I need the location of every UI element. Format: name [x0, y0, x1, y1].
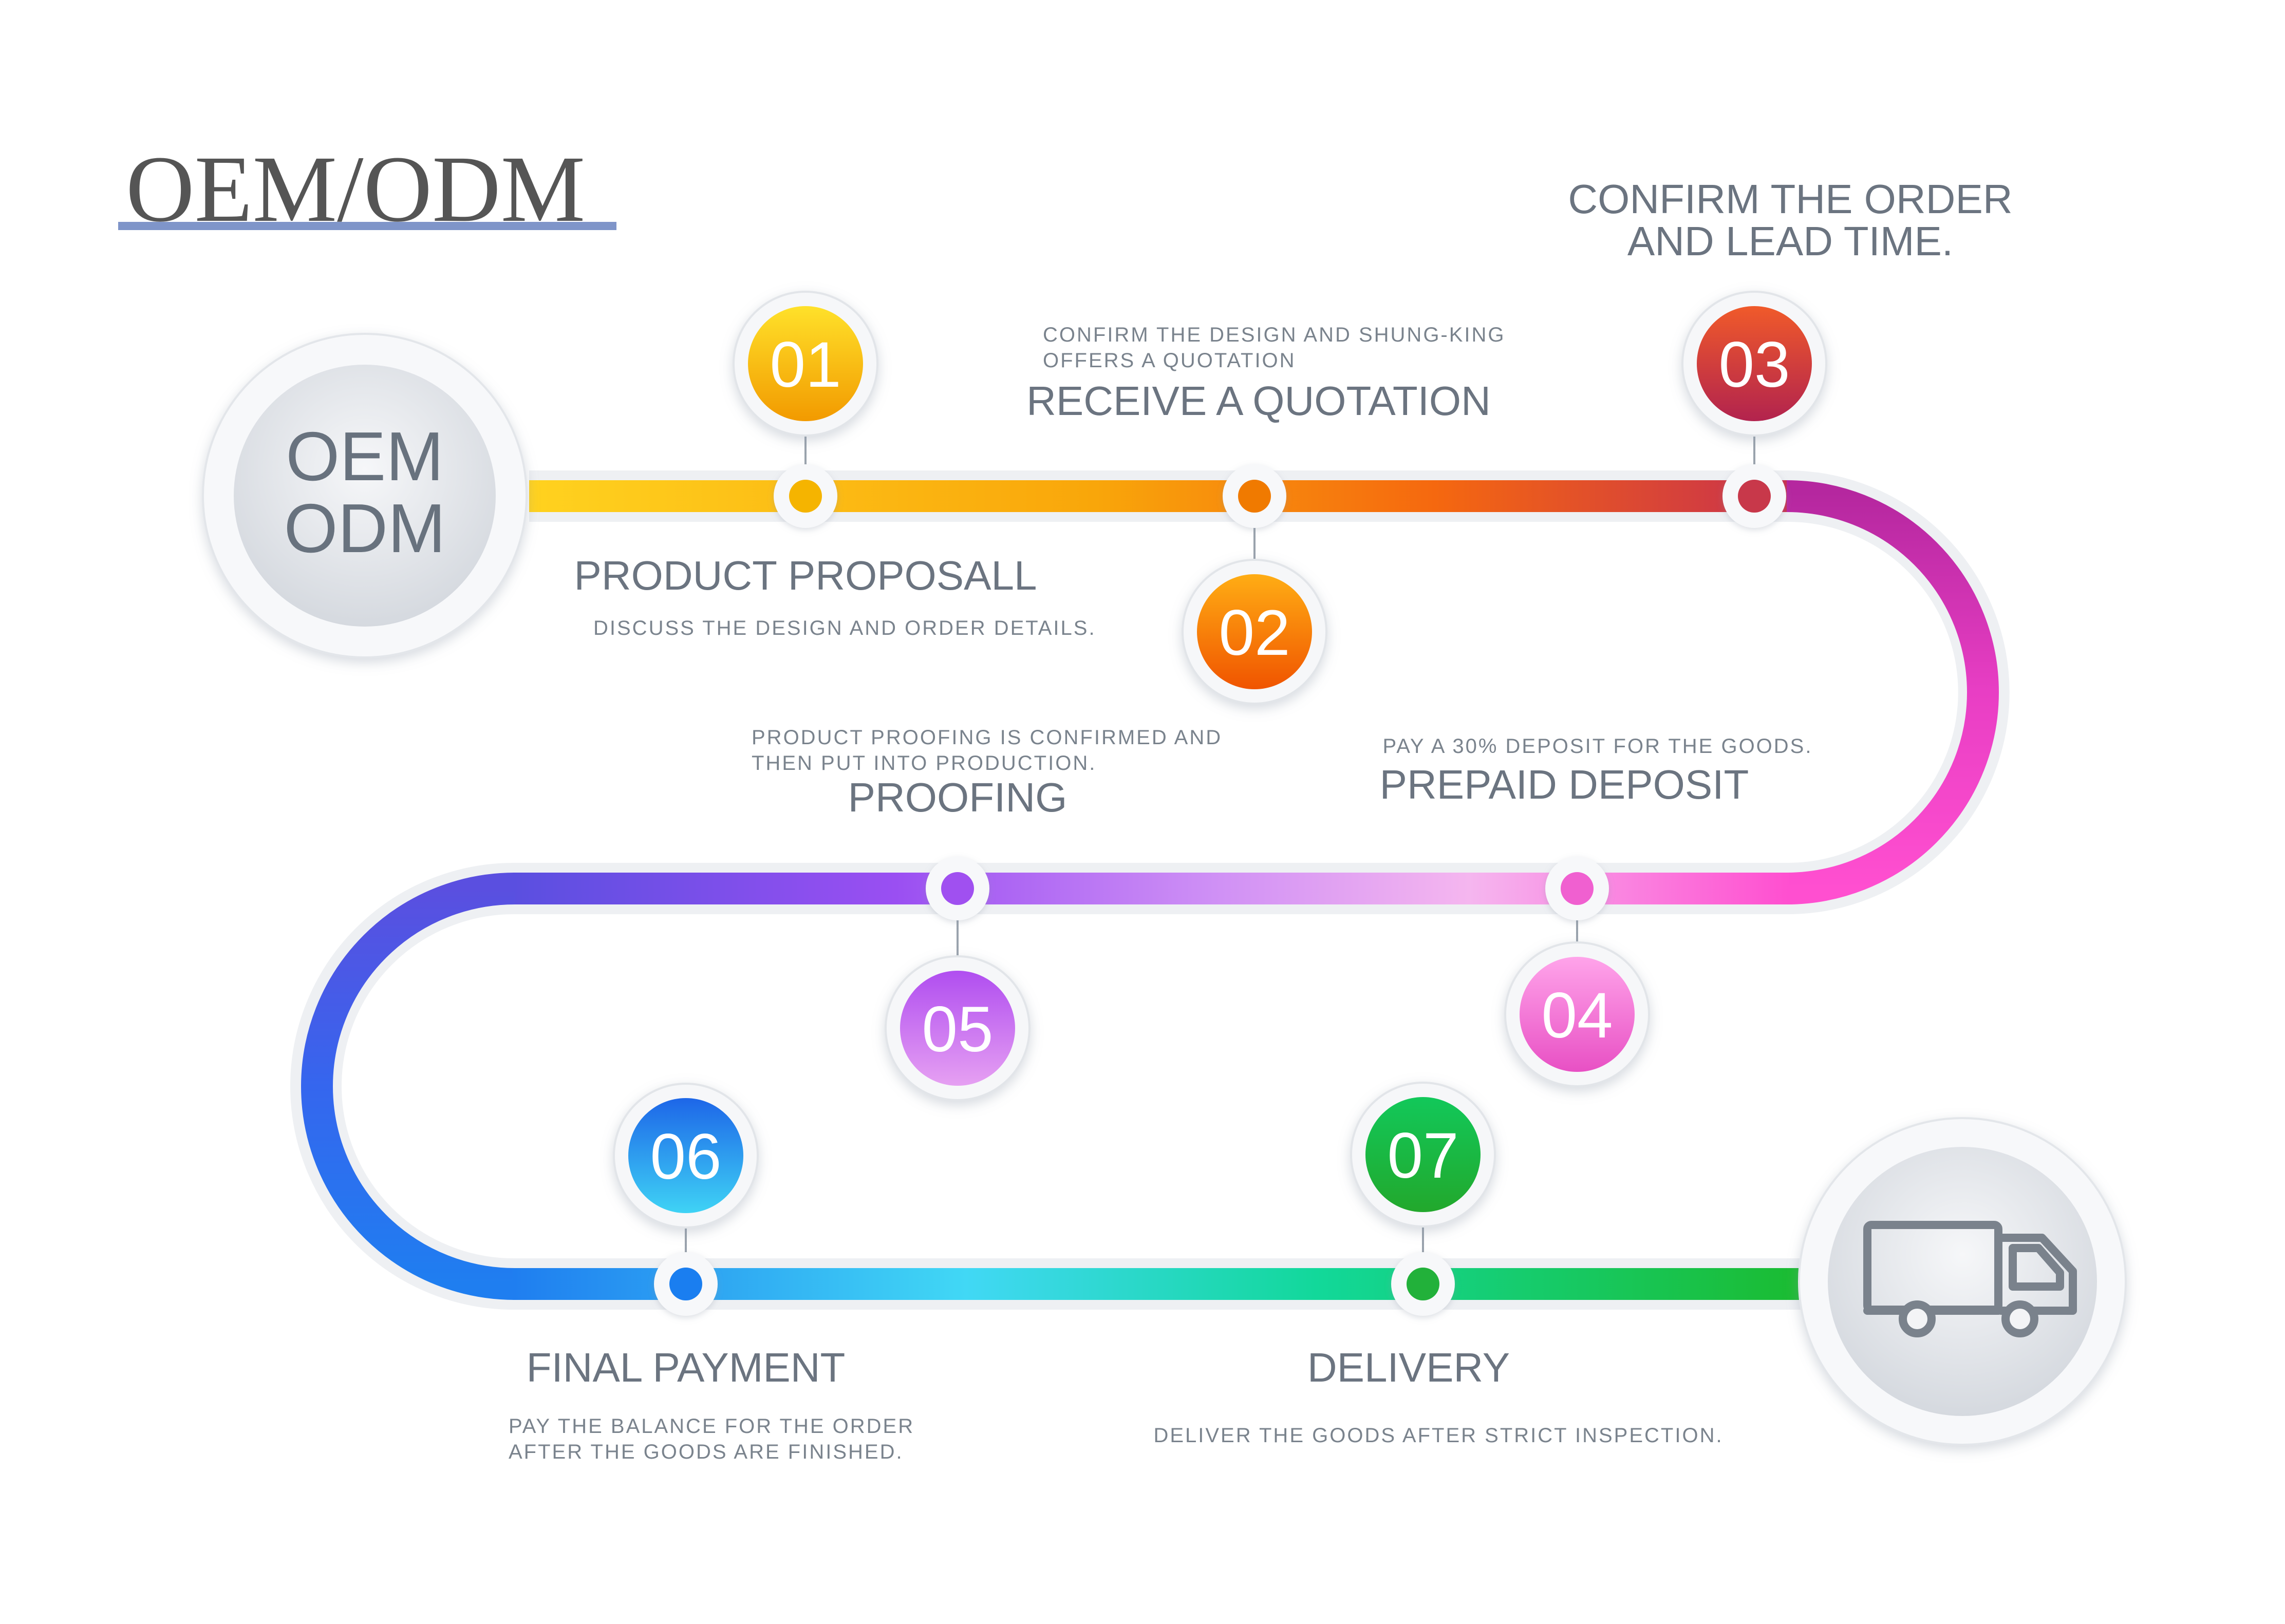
title-block: OEM/ODM [118, 137, 616, 242]
step-05-heading: PROOFING [848, 775, 1067, 820]
step-07-node-dot [1407, 1268, 1439, 1300]
step-01-marker: 01 [733, 291, 878, 528]
step-01-heading: PRODUCT PROPOSALL [574, 553, 1037, 598]
step-06-marker: 06 [613, 1083, 759, 1316]
step-01-badge [748, 306, 863, 421]
step-04-description: PAY A 30% DEPOSIT FOR THE GOODS. [1383, 735, 1813, 758]
step-06-badge [628, 1098, 743, 1213]
step-06-number: 06 [650, 1121, 721, 1193]
step-02-number: 02 [1219, 597, 1290, 669]
step-04-badge [1520, 957, 1635, 1072]
step-04-heading: PREPAID DEPOSIT [1380, 762, 1749, 807]
step-03-heading-line: CONFIRM THE ORDER [1568, 176, 2012, 222]
start-badge [202, 333, 528, 658]
step-01-number: 01 [770, 329, 841, 401]
step-04-node-dot [1561, 872, 1594, 905]
step-07-marker: 07 [1350, 1082, 1496, 1316]
step-02-description: OFFERS A QUOTATION [1043, 349, 1296, 372]
step-06-description: AFTER THE GOODS ARE FINISHED. [509, 1441, 904, 1463]
step-07-heading: DELIVERY [1307, 1345, 1510, 1390]
title-underline [118, 222, 616, 230]
truck-icon [1863, 1221, 2077, 1337]
step-07-badge [1365, 1097, 1481, 1212]
step-03-marker: 03 [1681, 291, 1827, 528]
step-03-heading-line: AND LEAD TIME. [1627, 218, 1953, 264]
step-05-description: THEN PUT INTO PRODUCTION. [752, 752, 1096, 775]
step-04-number: 04 [1541, 980, 1613, 1051]
end-badge [1798, 1117, 2127, 1446]
step-05-marker: 05 [885, 857, 1031, 1101]
step-markers: 01 02 03 04 05 06 07 [613, 291, 1827, 1316]
step-05-badge [900, 971, 1015, 1086]
page-title: OEM/ODM [126, 137, 585, 242]
road-segment-left-curve [301, 873, 515, 1300]
step-02-description: CONFIRM THE DESIGN AND SHUNG-KING [1043, 324, 1506, 346]
step-06-heading: FINAL PAYMENT [527, 1345, 846, 1390]
start-badge-line2: ODM [284, 489, 446, 567]
step-07-description: DELIVER THE GOODS AFTER STRICT INSPECTIO… [1153, 1424, 1723, 1447]
start-badge-line1: OEM [286, 418, 444, 495]
step-05-description: PRODUCT PROOFING IS CONFIRMED AND [752, 726, 1222, 749]
step-01-node-dot [789, 480, 822, 513]
step-02-marker: 02 [1182, 464, 1327, 705]
step-07-number: 07 [1387, 1120, 1458, 1192]
road-segment-right-curve [1786, 480, 1999, 904]
step-02-node-dot [1238, 480, 1271, 513]
road [301, 480, 1999, 1300]
step-02-badge [1197, 574, 1312, 689]
step-labels: PRODUCT PROPOSALL DISCUSS THE DESIGN AND … [509, 176, 2013, 1463]
step-03-badge [1697, 306, 1812, 421]
step-03-node-dot [1738, 480, 1771, 513]
step-01-description: DISCUSS THE DESIGN AND ORDER DETAILS. [593, 617, 1096, 639]
step-06-node-dot [669, 1268, 702, 1300]
step-05-number: 05 [922, 994, 993, 1065]
step-02-heading: RECEIVE A QUOTATION [1026, 378, 1491, 424]
step-05-node-dot [941, 872, 974, 905]
step-06-description: PAY THE BALANCE FOR THE ORDER [509, 1415, 914, 1438]
step-04-marker: 04 [1504, 857, 1650, 1087]
step-03-number: 03 [1718, 329, 1790, 401]
